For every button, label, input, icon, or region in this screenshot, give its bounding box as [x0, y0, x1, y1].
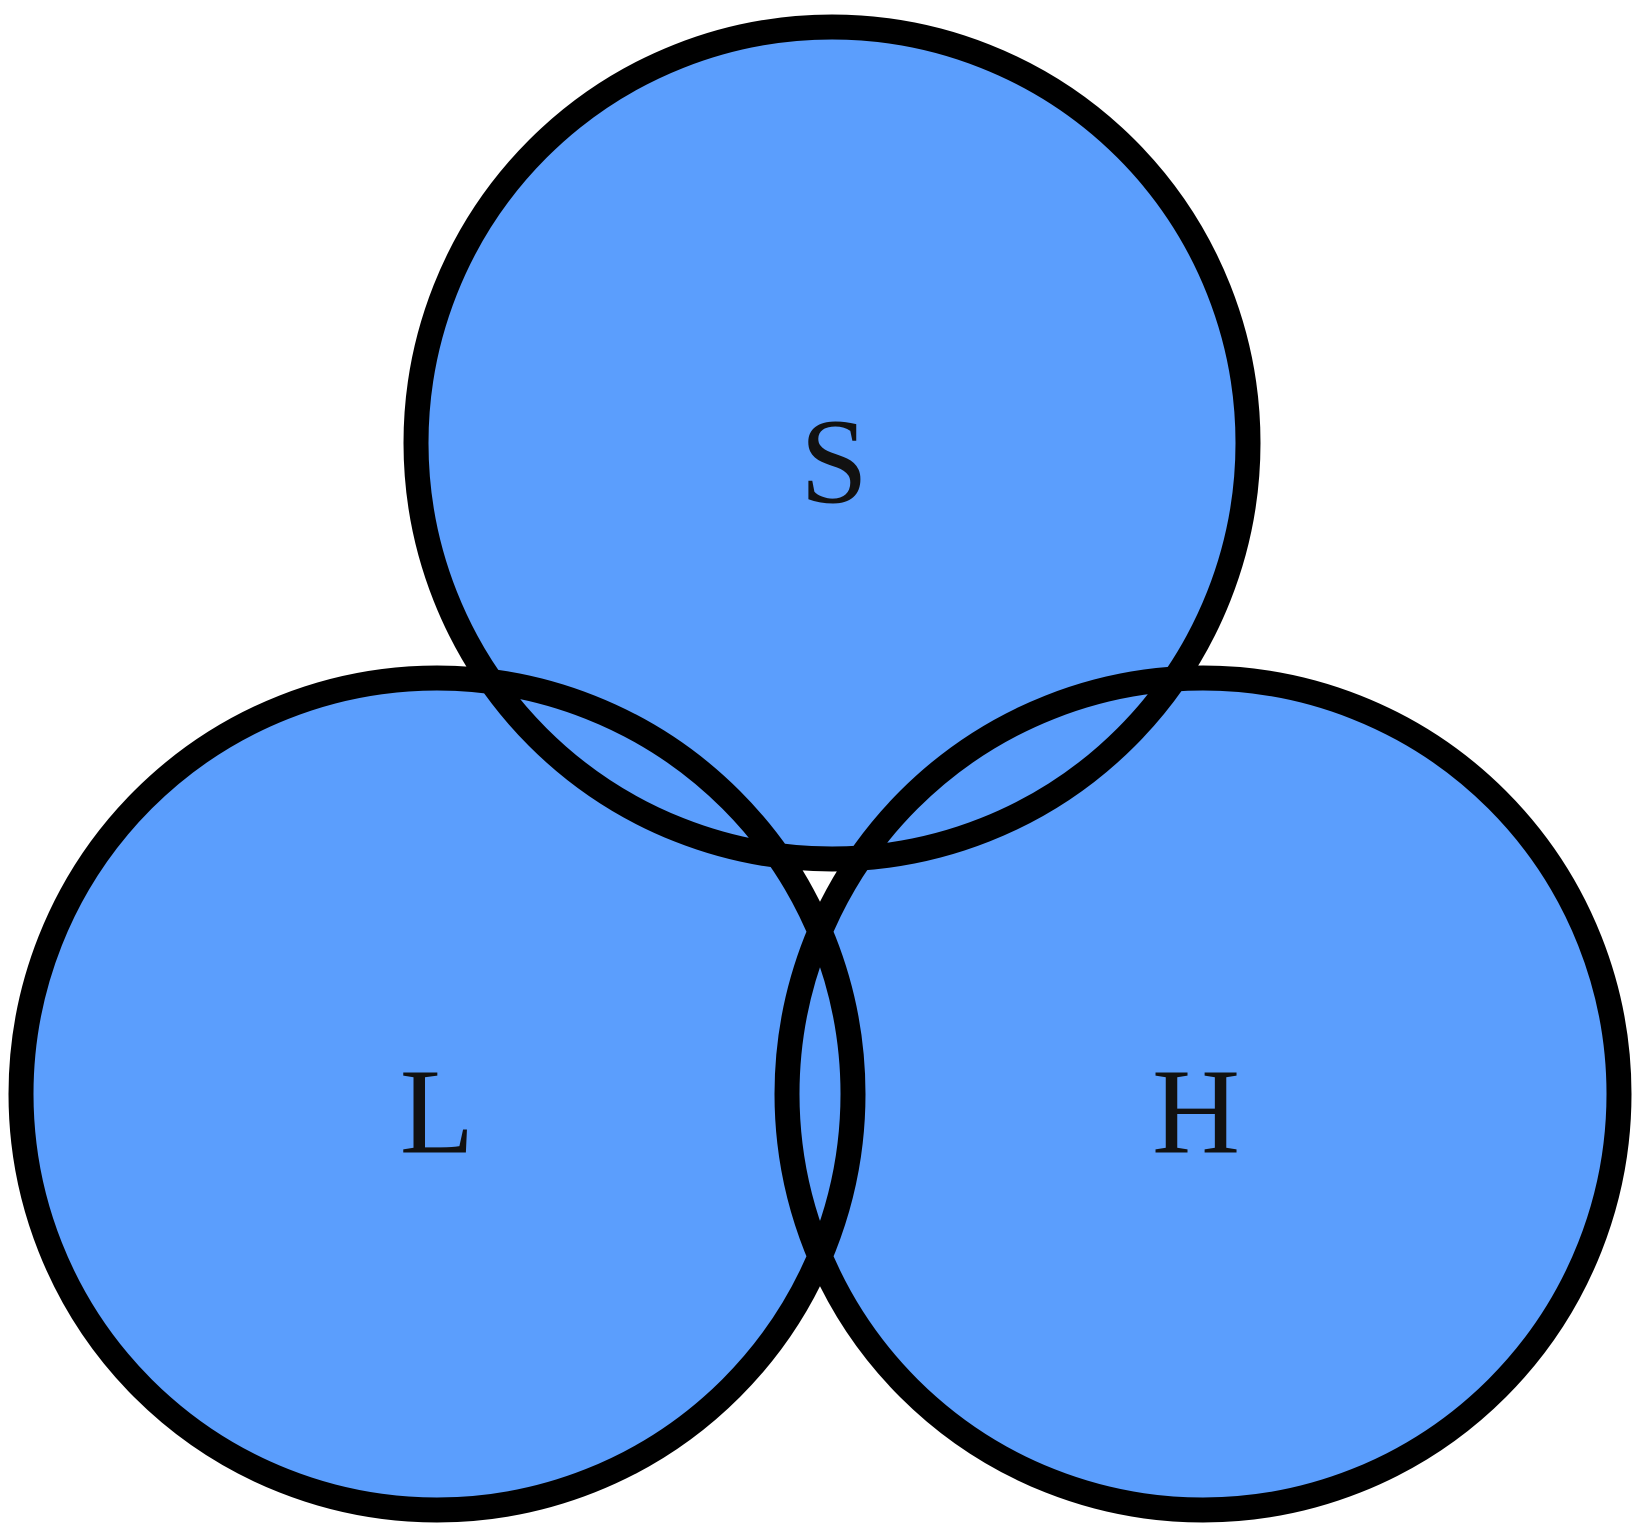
- set-label-right: H: [1152, 1045, 1240, 1180]
- set-circle-top: [416, 27, 1248, 859]
- set-outline-top: [403, 14, 1261, 872]
- set-label-left: L: [400, 1045, 475, 1180]
- venn-circles: [21, 27, 1619, 1510]
- venn-labels: S L H: [400, 395, 1240, 1180]
- set-circle-left: [21, 678, 853, 1510]
- set-outline-right: [774, 665, 1632, 1523]
- set-label-top: S: [800, 395, 868, 530]
- venn-outlines: [8, 14, 1632, 1523]
- set-outline-left: [8, 665, 866, 1523]
- set-circle-right: [787, 678, 1619, 1510]
